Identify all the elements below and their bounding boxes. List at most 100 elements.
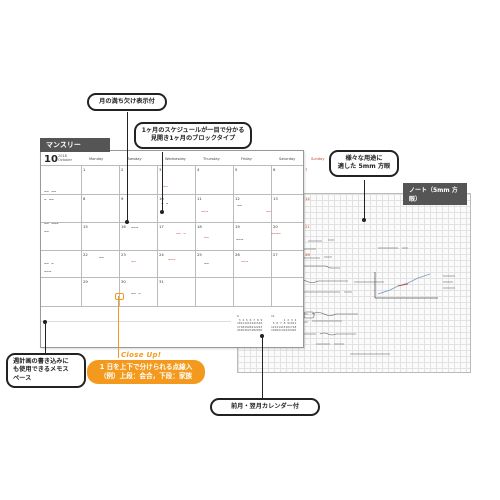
date-number: 16: [121, 224, 126, 229]
leader-line: [45, 322, 46, 354]
leader-line: [162, 152, 163, 212]
date-number: 8: [83, 196, 86, 201]
weekday-header: Monday: [89, 157, 104, 161]
date-number: 13: [273, 196, 278, 201]
schedule-scribble: ~~: [99, 255, 104, 260]
date-number: 29: [83, 279, 88, 284]
schedule-scribble: ~~: [131, 259, 136, 264]
date-number: 12: [235, 196, 240, 201]
date-number: 14: [305, 196, 310, 201]
date-number: 2: [121, 167, 124, 172]
callout-text: ペース: [13, 374, 32, 382]
schedule-scribble: ~~: [237, 203, 242, 208]
date-number: 22: [83, 252, 88, 257]
tab-note: ノート（5mm 方眼）: [403, 183, 467, 205]
memo-scribble: ~~~: [44, 269, 52, 274]
schedule-scribble: ~ ~: [161, 201, 169, 206]
schedule-scribble: ~~: [163, 184, 168, 189]
grid-col-line: [233, 165, 234, 306]
memo-scribble: ~~ ~~: [44, 189, 57, 194]
grid-row-line: [41, 306, 303, 307]
date-number: 9: [121, 196, 124, 201]
grid-row-line: [41, 222, 303, 223]
leader-dot: [260, 334, 264, 338]
memo-rule: [41, 321, 231, 322]
date-number: 19: [235, 224, 240, 229]
memo-scribble: ~~ ~: [44, 261, 54, 266]
schedule-scribble: ~~ ~: [176, 231, 186, 236]
callout-moon-phase: 月の満ち欠け表示付: [87, 93, 167, 112]
date-number: 30: [121, 279, 126, 284]
date-number: 27: [273, 252, 278, 257]
date-number: 7: [305, 167, 308, 172]
callout-text: 月の満ち欠け表示付: [99, 98, 155, 105]
schedule-scribble: ~~~: [201, 209, 209, 214]
memo-scribble: ~~ ~~~: [44, 221, 59, 226]
date-number: 5: [235, 167, 238, 172]
month-year: 2018: [58, 154, 67, 158]
grid-row-line: [41, 194, 303, 195]
date-number: 31: [159, 279, 164, 284]
weekday-header: Saturday: [279, 157, 296, 161]
schedule-scribble: ~~: [204, 235, 209, 240]
callout-grid-use: 様々な用途に 適した 5mm 方眼: [329, 150, 399, 177]
leader-line: [127, 112, 128, 222]
callout-text: 様々な用途に: [345, 155, 383, 162]
schedule-scribble: ~~~: [241, 259, 249, 264]
callout-block-type: 1ヶ月のスケジュールが一目で分かる 見開き1ヶ月のブロックタイプ: [134, 122, 252, 149]
callout-text: （例）上段：会合，下段：家族: [99, 371, 193, 380]
grid-col-line: [157, 165, 158, 306]
note-handwriting: [260, 238, 455, 355]
weekday-header: Friday: [241, 157, 252, 161]
weekday-header: Wednesday: [165, 157, 186, 161]
monthly-calendar-page: 10 2018 October Monday Tuesday Wednesday Th…: [40, 150, 324, 348]
weekday-header: Tuesday: [127, 157, 142, 161]
callout-memo-space: 週計画の書き込みに も使用できるメモス ペース: [6, 353, 86, 389]
date-number: 6: [273, 167, 276, 172]
date-number: 17: [159, 224, 164, 229]
date-number: 28: [305, 252, 310, 257]
schedule-scribble: ~~~~: [271, 231, 281, 236]
month-label: 2018 October: [58, 154, 73, 163]
callout-text: 1 日を上下で分けられる点線入: [99, 363, 193, 371]
leader-line-orange: [118, 296, 119, 358]
schedule-scribble: ~~: [204, 261, 209, 266]
schedule-scribble: ~~~: [236, 237, 244, 242]
date-number: 21: [305, 224, 310, 229]
callout-mini-calendar: 前月・翌月カレンダー付: [210, 398, 320, 417]
grid-row-line: [41, 277, 303, 278]
memo-scribble: ~~: [44, 229, 49, 234]
month-name: October: [58, 157, 73, 162]
close-up-label: Close Up!: [121, 351, 162, 359]
mini-calendar-next: 11 1 2 3 4 5 6 7 8 91011 12131415161718 …: [271, 314, 297, 333]
leader-line: [262, 336, 263, 406]
leader-dot: [125, 220, 129, 224]
schedule-scribble: ~~~: [131, 225, 139, 230]
grid-col-line: [119, 165, 120, 306]
grid-col-line: [81, 165, 82, 306]
mini-calendar-prev: 9 3 4 5 6 7 8 9 10111213141516 171819202…: [237, 314, 263, 333]
callout-text: 週計画の書き込みに: [13, 358, 69, 365]
tab-monthly: マンスリー: [40, 138, 110, 152]
schedule-scribble: ~~ ~: [131, 291, 141, 296]
date-number: 1: [83, 167, 86, 172]
date-number: 18: [197, 224, 202, 229]
date-number: 10: [159, 196, 164, 201]
date-number: 25: [197, 252, 202, 257]
date-number: 15: [83, 224, 88, 229]
date-number: 11: [197, 196, 202, 201]
leader-line: [364, 180, 365, 220]
grid-col-line: [195, 165, 196, 306]
grid-col-line: [271, 165, 272, 306]
weekday-header: Sunday: [311, 157, 325, 161]
schedule-scribble: ~~~: [168, 257, 176, 262]
grid-row-line: [41, 250, 303, 251]
month-number: 10: [44, 154, 58, 165]
date-number: 4: [197, 167, 200, 172]
callout-text: 見開き1ヶ月のブロックタイプ: [150, 135, 236, 143]
callout-text: 1ヶ月のスケジュールが一目で分かる: [141, 127, 245, 134]
callout-text: 前月・翌月カレンダー付: [230, 403, 300, 410]
schedule-scribble: ~~: [266, 209, 271, 214]
weekday-header: Thursday: [203, 157, 220, 161]
date-number: 23: [121, 252, 126, 257]
